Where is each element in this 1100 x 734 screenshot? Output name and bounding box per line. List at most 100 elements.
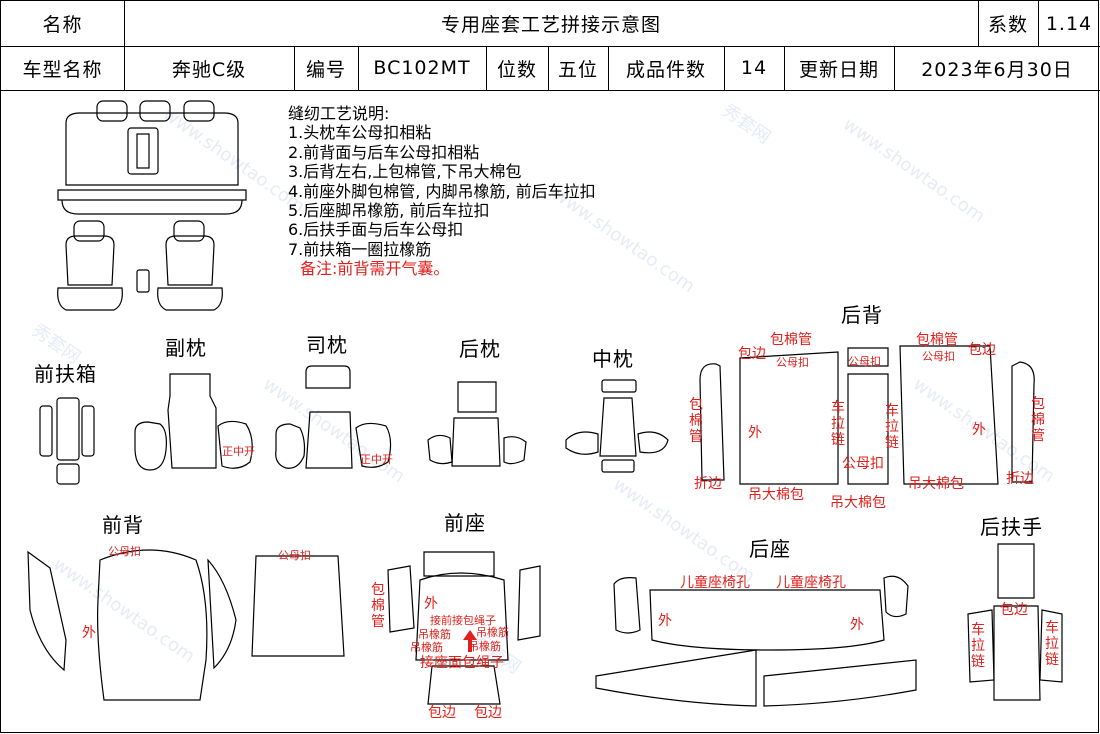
- table-rule: [294, 46, 295, 90]
- note-item: 2.前背面与后车公母扣相粘: [288, 142, 480, 162]
- label-slit-open: 正中开: [222, 445, 255, 458]
- label-outer: 外: [424, 596, 438, 612]
- label-fold-edge: 折边: [1006, 471, 1034, 487]
- label-front-rope: 接前接包绳子: [430, 614, 496, 627]
- label-pull-chain: 车拉链: [831, 400, 845, 448]
- label-wrap-pipe: 包棉管: [689, 397, 703, 445]
- label-pull-chain: 车拉链: [1045, 620, 1059, 668]
- date-label: 更新日期: [798, 58, 879, 81]
- heading-driver-headrest: 司枕: [306, 333, 348, 357]
- heading-rear-headrest: 后枕: [459, 337, 501, 361]
- table-rule: [1, 46, 1100, 47]
- label-child-hole: 儿童座椅孔: [776, 575, 846, 591]
- code-label: 编号: [305, 58, 346, 81]
- table-rule: [978, 1, 979, 46]
- table-rule: [1038, 1, 1039, 46]
- coef-label: 系数: [987, 14, 1028, 36]
- sewing-notes: 缝纫工艺说明: 1.头枕车公母扣相粘 2.前背面与后车公母扣相粘 3.后背左右,…: [288, 104, 596, 279]
- label-hang-elastic: 吊橡筋: [476, 626, 509, 639]
- label-snap: 公母扣: [278, 549, 311, 562]
- table-rule: [124, 1, 125, 90]
- front-seats-overview: [57, 220, 223, 311]
- table-rule: [894, 46, 895, 90]
- table-rule: [548, 46, 549, 90]
- front-armbox-pattern: [39, 397, 95, 485]
- label-wrap-edge: 包边: [968, 342, 996, 358]
- heading-front-armbox: 前扶箱: [34, 362, 97, 386]
- date-value: 2023年6月30日: [921, 58, 1073, 81]
- label-outer: 外: [748, 425, 762, 441]
- middle-headrest-pattern: [565, 379, 669, 473]
- heading-rear-seat: 后座: [749, 537, 791, 561]
- label-wrap-pipe: 包棉管: [371, 582, 385, 630]
- rear-seat-pattern: [595, 575, 917, 707]
- label-wrap-edge: 包边: [428, 705, 456, 721]
- label-outer: 外: [658, 613, 672, 629]
- note-item: 4.前座外脚包棉管, 内脚吊橡筋, 前后车拉扣: [288, 181, 596, 201]
- label-wrap-edge: 包边: [1000, 602, 1028, 618]
- heading-front-back: 前背: [102, 513, 144, 537]
- notes-title: 缝纫工艺说明:: [288, 104, 390, 123]
- seat-label: 位数: [496, 58, 537, 81]
- driver-headrest-pattern: [275, 365, 392, 469]
- heading-passenger-headrest: 副枕: [165, 336, 207, 360]
- label-pull-chain: 车拉链: [885, 403, 899, 451]
- heading-front-seat: 前座: [444, 511, 486, 535]
- front-seat-arrow: [463, 630, 477, 652]
- pieces-label: 成品件数: [625, 58, 706, 81]
- table-rule: [724, 46, 725, 90]
- heading-rear-armrest: 后扶手: [980, 515, 1043, 539]
- label-child-hole: 儿童座椅孔: [680, 575, 750, 591]
- rear-bench-overview: [57, 100, 247, 215]
- passenger-headrest-pattern: [134, 373, 253, 471]
- label-snap: 公母扣: [776, 356, 809, 369]
- code-value: BC102MT: [373, 57, 471, 79]
- pieces-value: 14: [740, 57, 768, 79]
- label-wrap-edge: 包边: [474, 705, 502, 721]
- note-item: 6.后扶手面与后车公母扣: [288, 220, 464, 240]
- model-value: 奔驰C级: [171, 58, 247, 81]
- label-snap: 公母扣: [848, 355, 881, 368]
- label-hang-pad: 吊大棉包: [908, 476, 964, 492]
- label-hang-elastic: 吊橡筋: [410, 641, 443, 654]
- label-hang-elastic: 吊橡筋: [468, 640, 501, 653]
- label-outer: 外: [972, 422, 986, 438]
- seat-value: 五位: [557, 58, 598, 81]
- label-wrap-edge: 包边: [738, 346, 766, 362]
- coef-value: 1.14: [1045, 12, 1093, 35]
- name-label: 名称: [42, 14, 83, 36]
- label-wrap-pipe: 包棉管: [770, 332, 812, 348]
- table-rule: [608, 46, 609, 90]
- heading-middle-headrest: 中枕: [592, 347, 634, 371]
- label-seat-rope: 接座面包绳子: [420, 655, 504, 671]
- label-snap: 公母扣: [922, 350, 955, 363]
- heading-rear-back: 后背: [841, 303, 883, 327]
- note-item: 1.头枕车公母扣相粘: [288, 123, 432, 143]
- label-hang-elastic: 吊橡筋: [418, 628, 451, 641]
- notes-remark: 备注:前背需开气囊。: [300, 259, 450, 279]
- label-slit-open: 正中开: [360, 453, 393, 466]
- label-wrap-pipe: 包棉管: [916, 332, 958, 348]
- table-rule: [486, 46, 487, 90]
- label-snap: 公母扣: [108, 545, 141, 558]
- note-item: 5.后座脚吊橡筋, 前后车拉扣: [288, 201, 490, 221]
- label-hang-pad: 吊大棉包: [748, 487, 804, 503]
- rear-headrest-pattern: [427, 381, 527, 467]
- note-item: 7.前扶箱一圈拉橡筋: [288, 239, 432, 259]
- rear-armrest-pattern: [967, 543, 1063, 701]
- rear-back-pattern: [699, 345, 1035, 485]
- front-seat-pattern: [387, 551, 541, 705]
- note-item: 3.后背左右,上包棉管,下吊大棉包: [288, 162, 522, 182]
- front-back-pattern: [27, 549, 345, 701]
- table-rule: [784, 46, 785, 90]
- label-snap: 公母扣: [842, 456, 884, 472]
- label-fold-edge: 折边: [694, 476, 722, 492]
- label-pull-chain: 车拉链: [971, 622, 985, 670]
- table-rule: [358, 46, 359, 90]
- label-hang-pad: 吊大棉包: [830, 495, 886, 511]
- label-wrap-pipe: 包棉管: [1031, 396, 1045, 444]
- model-label: 车型名称: [22, 58, 103, 81]
- sheet-title: 专用座套工艺拼接示意图: [440, 14, 661, 36]
